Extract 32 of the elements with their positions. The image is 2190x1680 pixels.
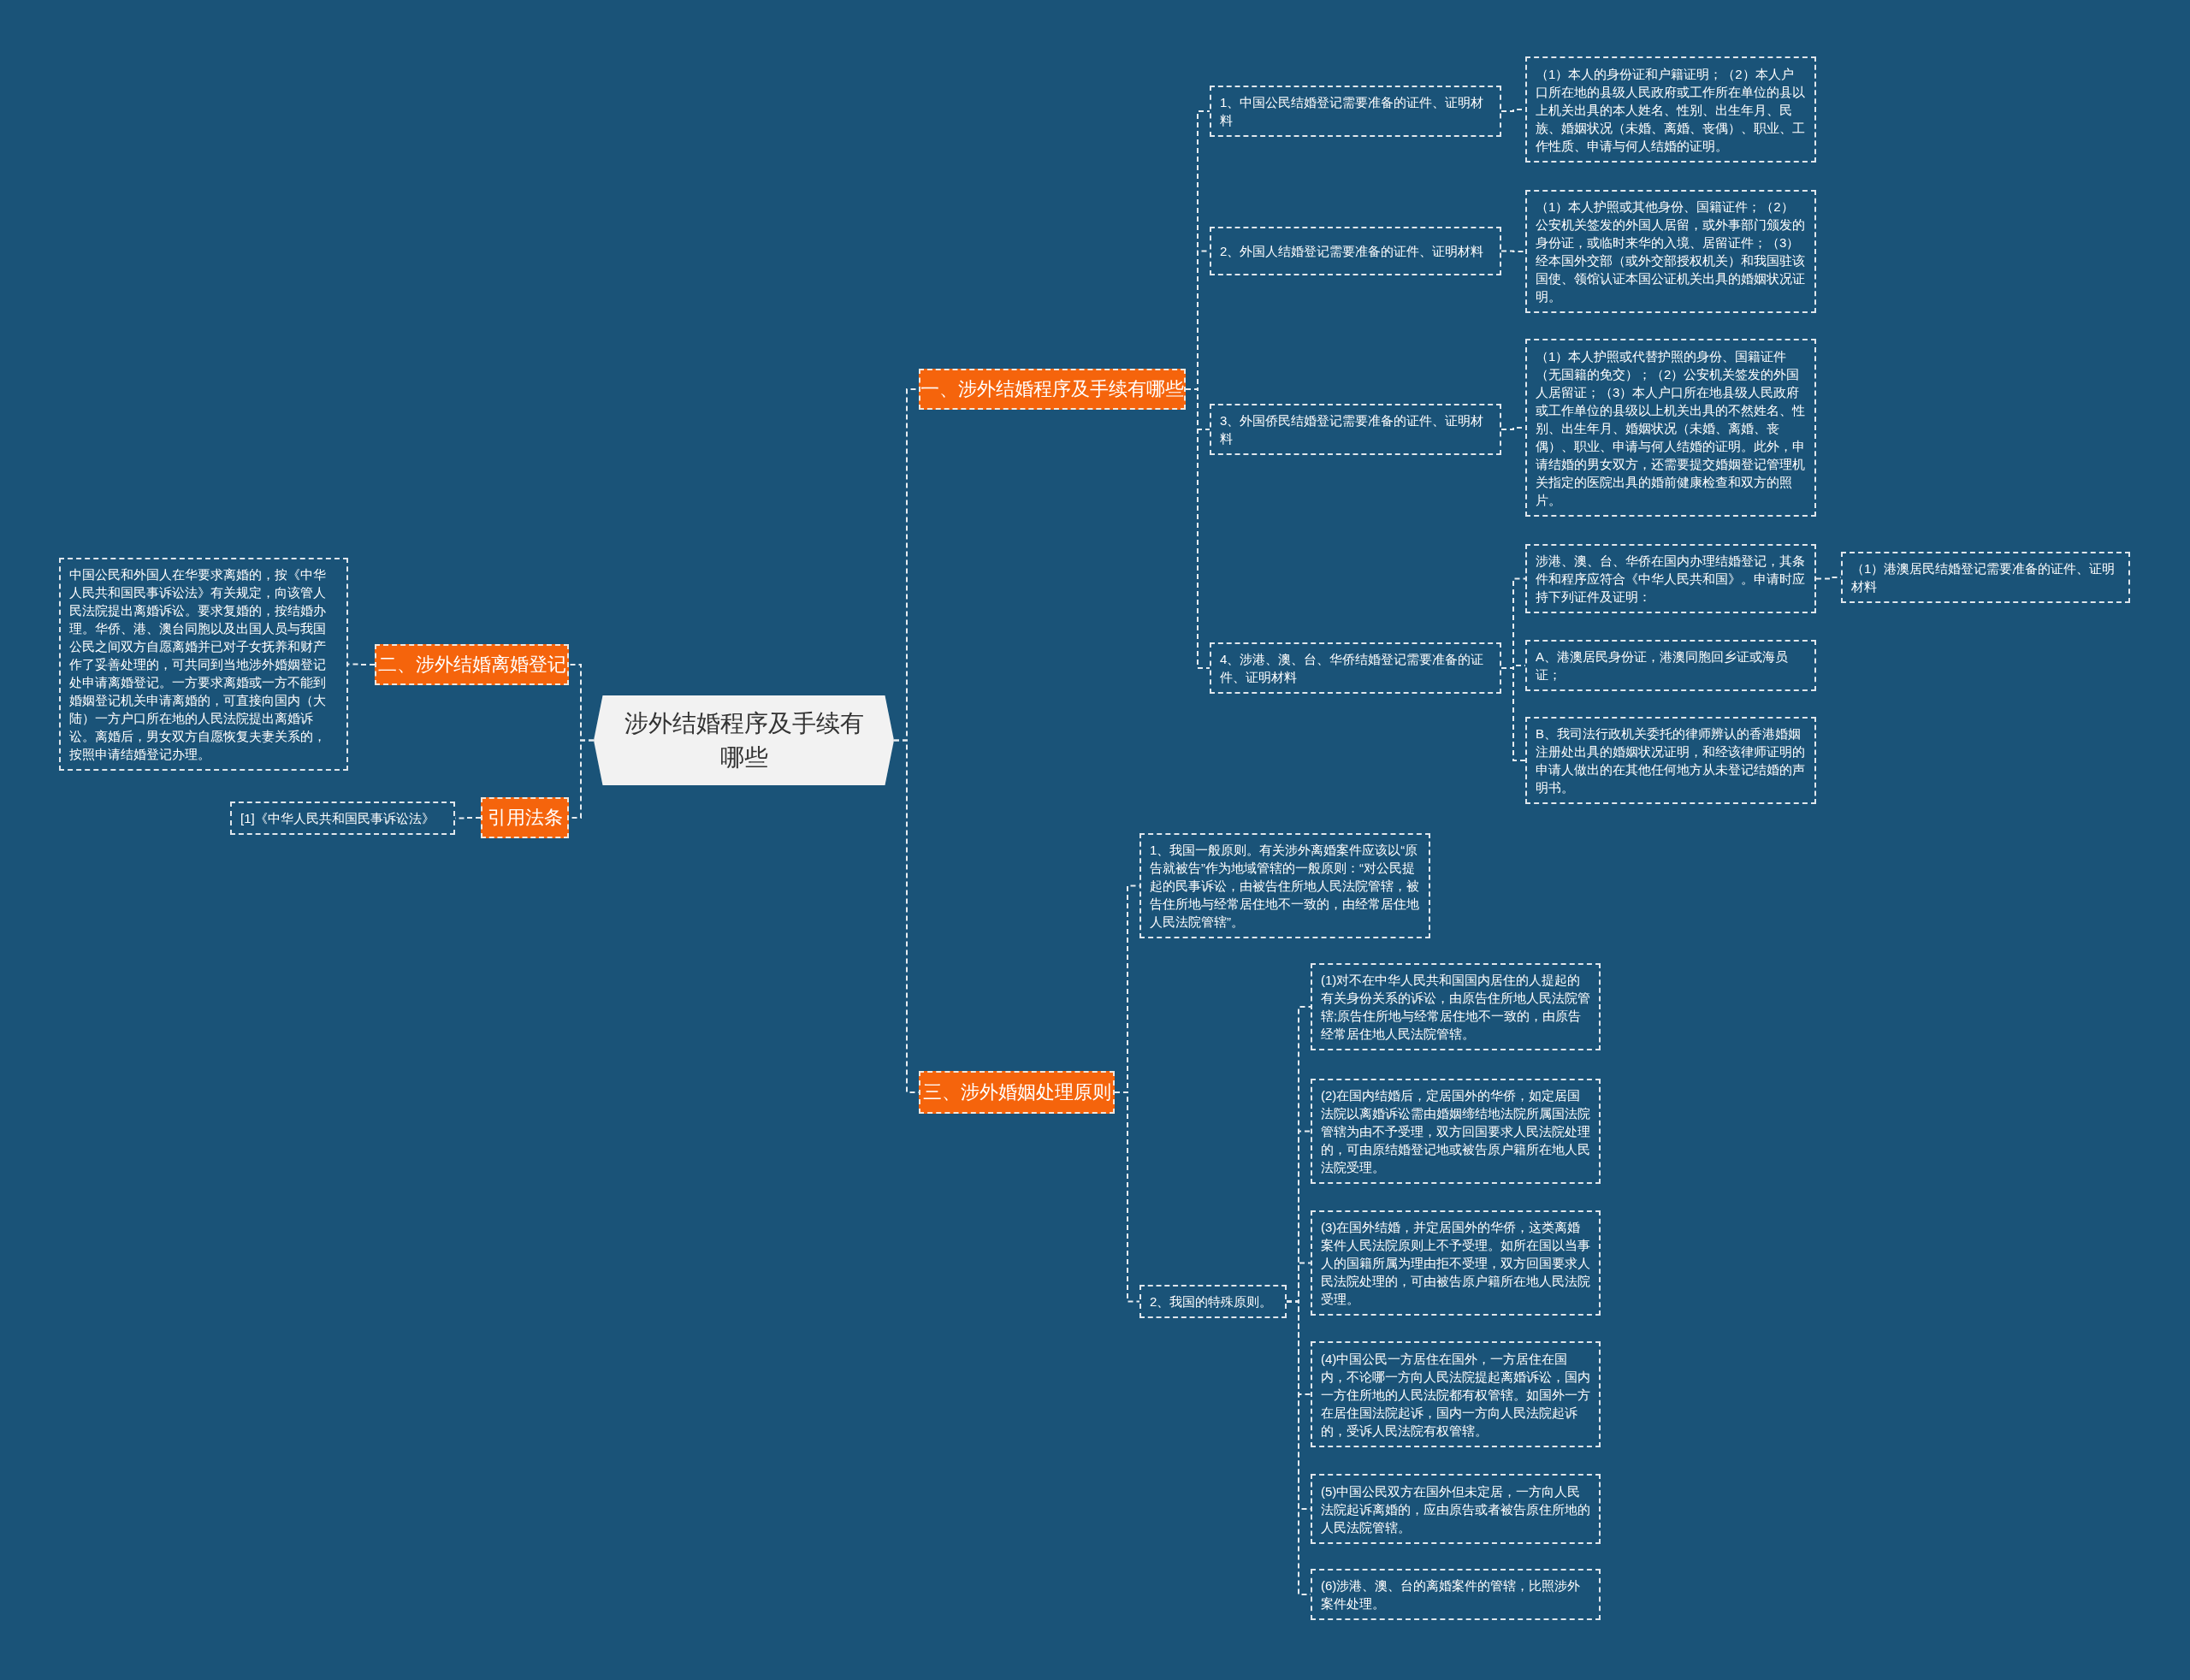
note-box: [1]《中华人民共和国民事诉讼法》 — [230, 802, 455, 835]
connector — [454, 817, 482, 819]
note-box: (2)在国内结婚后，定居国外的华侨，如定居国法院以离婚诉讼需由婚姻缔结地法院所属国法院管辖为由不予受理，双方回国要求人民法院处理的，可由原结婚登记地或被告原户籍所在地人民法院受理。 — [1311, 1079, 1601, 1184]
note-box: B、我司法行政机关委托的律师辨认的香港婚姻注册处出具的婚姻状况证明，和经该律师证明的申请人做出的在其他任何地方从未登记结婚的声明书。 — [1525, 717, 1816, 804]
connector — [1500, 250, 1526, 252]
topic-box: 一、涉外结婚程序及手续有哪些 — [919, 369, 1186, 410]
note-box: （1）本人护照或代替护照的身份、国籍证件（无国籍的免交）；（2）公安机关签发的外国人居留证；（3）本人户口所在地县级人民政府或工作单位的县级以上机关出具的不然姓名、性别、出生年月、婚姻状况（未婚、离婚、丧偶）、职业、申请与何人结婚的证明。此外，申请结婚的男女双方，还需要提交婚姻登记管理机关指定的医院出具的婚前健康检查和双方的照片。 — [1525, 339, 1816, 517]
connector — [347, 663, 376, 665]
note-box: 中国公民和外国人在华要求离婚的，按《中华人民共和国民事诉讼法》有关规定，向该管人民法院提出离婚诉讼。要求复婚的，按结婚办理。华侨、港、澳台同胞以及出国人员与我国公民之间双方自愿离婚并已对子女抚养和财产作了妥善处理的，可共同到当地涉外婚姻登记处申请离婚登记。一方要求离婚或一方不能到婚姻登记机关申请离婚的，可直接向国内（大陆）一方户口所在地的人民法院提出离婚诉讼。离婚后，男女双方自愿恢复夫妻关系的，按照申请结婚登记办理。 — [59, 558, 348, 771]
topic-box: 引用法条 — [481, 797, 569, 838]
note-box: A、港澳居民身份证，港澳同胞回乡证或海员证； — [1525, 640, 1816, 691]
topic-box: 三、涉外婚姻处理原则 — [919, 1071, 1115, 1114]
note-box: (5)中国公民双方在国外但未定居，一方向人民法院起诉离婚的，应由原告或者被告原住所地的人民法院管辖。 — [1311, 1474, 1601, 1544]
note-box: (1)对不在中华人民共和国国内居住的人提起的有关身份关系的诉讼，由原告住所地人民法院管辖;原告住所地与经常居住地不一致的，由原告经常居住地人民法院管辖。 — [1311, 963, 1601, 1050]
note-box: 4、涉港、澳、台、华侨结婚登记需要准备的证件、证明材料 — [1210, 642, 1501, 694]
note-box: (6)涉港、澳、台的离婚案件的管辖，比照涉外案件处理。 — [1311, 1569, 1601, 1620]
note-box: （1）港澳居民结婚登记需要准备的证件、证明材料 — [1841, 552, 2130, 603]
note-box: 1、中国公民结婚登记需要准备的证件、证明材料 — [1210, 86, 1501, 137]
central-topic: 涉外结婚程序及手续有哪些 — [594, 695, 894, 785]
connector — [1185, 388, 1210, 669]
note-box: (3)在国外结婚，并定居国外的华侨，这类离婚案件人民法院原则上不予受理。如所在国以当事人的国籍所属为理由拒不受理，双方回国要求人民法院处理的，可由被告原户籍所在地人民法院受理。 — [1311, 1210, 1601, 1316]
note-box: (4)中国公民一方居住在国外，一方居住在国内，不论哪一方向人民法院提起离婚诉讼，国内一方住所地的人民法院都有权管辖。如国外一方在居住国法院起诉，国内一方向人民法院起诉的，受诉人民法院有权管辖。 — [1311, 1341, 1601, 1447]
note-box: 2、我国的特殊原则。 — [1139, 1285, 1287, 1318]
note-box: 3、外国侨民结婚登记需要准备的证件、证明材料 — [1210, 404, 1501, 455]
note-box: 1、我国一般原则。有关涉外离婚案件应该以“原告就被告”作为地域管辖的一般原则：“对公民提起的民事诉讼，由被告住所地人民法院管辖，被告住所地与经常居住地不一致的，由经常居住地人民法院管辖”。 — [1139, 833, 1430, 938]
note-box: （1）本人的身份证和户籍证明；（2）本人户口所在地的县级人民政府或工作所在单位的县以上机关出具的本人姓名、性别、出生年月、民族、婚姻状况（未婚、离婚、丧偶）、职业、工作性质、申请与何人结婚的证明。 — [1525, 56, 1816, 163]
connector — [1114, 1091, 1140, 1303]
note-box: 涉港、澳、台、华侨在国内办理结婚登记，其条件和程序应符合《中华人民共和国》。申请时应持下列证件及证明： — [1525, 544, 1816, 613]
note-box: （1）本人护照或其他身份、国籍证件；（2）公安机关签发的外国人居留，或外事部门颁发的身份证，或临时来华的入境、居留证件；（3）经本国外交部（或外交部授权机关）和我国驻该国使、领馆认证本国公证机关出具的婚姻状况证明。 — [1525, 190, 1816, 313]
connector — [1500, 667, 1526, 761]
topic-box: 二、涉外结婚离婚登记 — [375, 644, 569, 685]
note-box: 2、外国人结婚登记需要准备的证件、证明材料 — [1210, 227, 1501, 275]
